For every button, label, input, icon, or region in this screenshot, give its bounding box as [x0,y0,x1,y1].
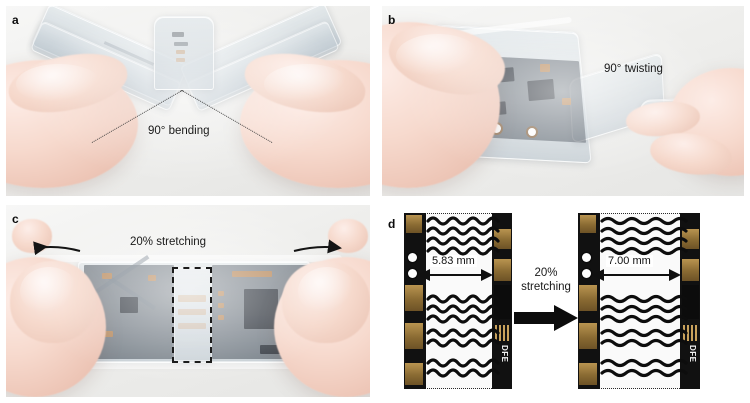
gold-pad-right [494,229,511,249]
panel-a-bending: 90° bending a [6,6,370,196]
silkscreen-marking: DFE [500,345,509,363]
panel-b-twisting: 90° twisting b [382,6,744,196]
measurement-label-stretched: 7.00 mm [606,255,653,267]
panel-label-b: b [388,13,396,27]
silkscreen-marking: DFE [688,345,697,363]
measurement-label-unstretched: 5.83 mm [430,255,477,267]
gold-pad [405,363,423,385]
specimen-unstretched: DFE [404,213,512,389]
gold-pad-right [494,259,511,281]
contact-finger-pads [495,325,510,341]
alignment-via [408,253,417,262]
panel-c-vignette [6,205,370,397]
black-pad-right [494,285,511,319]
gold-pad [405,285,423,311]
gold-pad-right [682,229,699,249]
annotation-stretching: 20% stretching [130,236,207,248]
annotation-twisting: 90° twisting [604,63,663,75]
transition-label: 20% stretching [518,267,574,295]
panel-b-vignette [382,6,744,196]
gold-pad [405,323,423,349]
roi-dashed-box [172,267,212,363]
black-pad-right [682,285,699,319]
panel-a-vignette [6,6,370,196]
alignment-via [582,253,591,262]
gold-pad [579,363,597,385]
transition-label-percent: 20% [534,267,558,279]
panel-label-d: d [388,217,396,231]
panel-d-serpentine-measurement: DFE [382,205,744,397]
contact-finger-pads [683,325,698,341]
panel-label-c: c [12,212,19,226]
specimen-stretched: DFE [578,213,700,389]
annotation-bending: 90° bending [148,125,210,137]
gold-pad-right [682,259,699,281]
panel-label-a: a [12,13,19,27]
gold-pad [580,215,596,233]
alignment-via [582,269,591,278]
panel-c-stretching: 20% stretching c [6,205,370,397]
gold-pad [579,323,597,349]
transition-label-word: stretching [521,280,571,293]
transition-block-arrow [514,305,578,331]
gold-pad [406,215,422,233]
alignment-via [408,269,417,278]
gold-pad [579,285,597,311]
